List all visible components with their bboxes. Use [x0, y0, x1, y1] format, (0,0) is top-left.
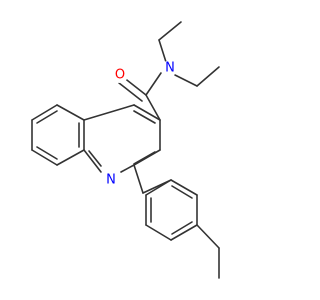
- bond-n1-c8a: [83, 149, 102, 173]
- bond-c7-c8: [31, 149, 58, 166]
- bond-c2-n1: [120, 164, 135, 173]
- structure-diagram: O N N: [31, 21, 220, 279]
- bond-carbonyl-n: [145, 72, 162, 96]
- bond-ar6-ar1: [145, 179, 172, 196]
- bond-ethyl2-ch3: [196, 66, 220, 87]
- bond-c4a-c4: [83, 104, 135, 121]
- bond-c5-c6-inner: [36, 110, 58, 124]
- bond-n-ethyl1-ch2: [158, 39, 167, 63]
- bond-ar3-ar4: [170, 224, 198, 241]
- bond-carbonyl-o: [122, 76, 147, 96]
- atom-nitrogen-ring: N: [103, 172, 119, 188]
- bond-ar1-ar2: [170, 179, 198, 196]
- bond-n-ethyl2-ch2: [174, 74, 198, 87]
- bond-ar1-ar2-inner: [171, 185, 193, 199]
- bond-c2-aryl: [133, 164, 144, 194]
- atom-oxygen: O: [112, 67, 128, 83]
- atom-label-oxygen: O: [115, 68, 125, 83]
- bond-ar3-methyl: [196, 224, 220, 249]
- bond-c4-ring-inner: [133, 110, 156, 124]
- bond-c7-c8-inner: [36, 146, 58, 160]
- bond-ethyl1-ch3: [158, 21, 182, 41]
- bond-c3-c2-inner: [133, 151, 156, 165]
- atom-layer: O N N: [103, 60, 178, 188]
- bond-layer: [31, 21, 220, 279]
- atom-nitrogen-amide: N: [162, 60, 178, 76]
- bond-c4-carbonyl: [145, 94, 161, 121]
- bond-c8-c8a: [56, 149, 85, 166]
- bond-c4-ring-link: [133, 104, 161, 121]
- bond-ar3-ar4-inner: [171, 221, 193, 235]
- bond-carbonyl-o-double: [118, 82, 143, 102]
- bond-n1-c8a-inner: [88, 150, 102, 167]
- atom-label-nitrogen-ring: N: [106, 173, 116, 188]
- bond-c5-c6: [31, 104, 58, 121]
- bond-c4a-c5: [56, 104, 85, 121]
- bond-ar4-ar5: [145, 224, 172, 241]
- atom-label-nitrogen-amide: N: [165, 61, 175, 76]
- bond-c3-c2: [133, 149, 161, 166]
